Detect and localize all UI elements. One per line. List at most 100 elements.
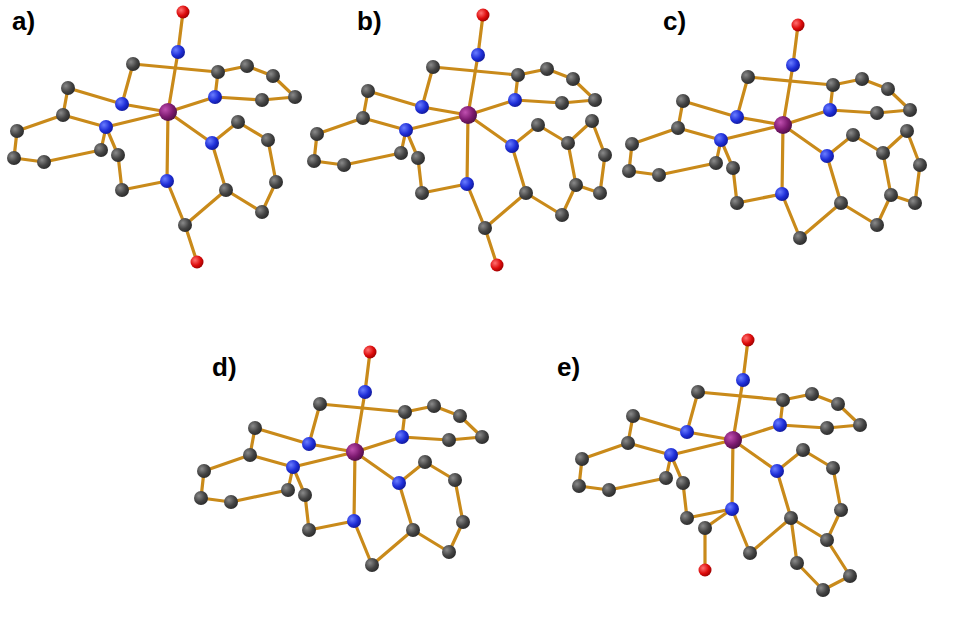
atom-ball: [680, 425, 694, 439]
atom-ball: [61, 81, 75, 95]
atom-ball: [505, 139, 519, 153]
atom-ball: [302, 523, 316, 537]
atom-ball: [307, 154, 321, 168]
atom-ball: [365, 558, 379, 572]
panel-label: e): [557, 354, 580, 380]
atom-ball: [37, 155, 51, 169]
bond-stick: [368, 91, 422, 107]
atom-ball: [453, 409, 467, 423]
atom-ball: [459, 106, 477, 124]
atom-ball: [7, 151, 21, 165]
bond-stick: [683, 101, 737, 117]
atom-ball: [508, 93, 522, 107]
atom-ball: [456, 515, 470, 529]
bond-stick: [372, 530, 413, 565]
atom-ball: [846, 128, 860, 142]
atom-ball: [652, 168, 666, 182]
atom-ball: [255, 205, 269, 219]
atom-ball: [598, 148, 612, 162]
bond-stick: [168, 52, 178, 112]
atom-ball: [346, 443, 364, 461]
atom-ball: [126, 57, 140, 71]
atom-ball: [261, 133, 275, 147]
bond-stick: [402, 437, 449, 440]
atom-ball: [725, 502, 739, 516]
bond-stick: [609, 478, 666, 490]
atom-ball: [519, 186, 533, 200]
bond-stick: [467, 184, 485, 228]
bond-stick: [212, 143, 226, 190]
atom-ball: [266, 69, 280, 83]
atom-ball: [736, 373, 750, 387]
atom-ball: [111, 148, 125, 162]
atom-ball: [224, 495, 238, 509]
atom-ball: [398, 405, 412, 419]
atom-ball: [395, 430, 409, 444]
bond-stick: [468, 55, 478, 115]
atom-ball: [903, 103, 917, 117]
atom-ball: [211, 65, 225, 79]
atom-ball: [347, 514, 361, 528]
atom-ball: [361, 84, 375, 98]
atom-ball: [337, 158, 351, 172]
atom-ball: [699, 564, 712, 577]
atom-ball: [448, 473, 462, 487]
bond-stick: [721, 125, 783, 140]
atom-ball: [569, 178, 583, 192]
atom-ball: [566, 72, 580, 86]
bond-stick: [317, 118, 363, 134]
atom-ball: [793, 231, 807, 245]
atom-ball: [621, 436, 635, 450]
atom-ball: [593, 186, 607, 200]
atom-ball: [622, 164, 636, 178]
bond-stick: [406, 115, 468, 130]
atom-ball: [775, 187, 789, 201]
bond-stick: [167, 112, 168, 181]
panel-label: c): [663, 8, 686, 34]
atom-ball: [255, 93, 269, 107]
atom-ball: [805, 387, 819, 401]
atom-ball: [540, 62, 554, 76]
atom-ball: [406, 523, 420, 537]
bond-stick: [204, 455, 250, 471]
atom-ball: [56, 108, 70, 122]
bond-stick: [68, 88, 122, 104]
bond-stick: [293, 452, 355, 467]
atom-ball: [575, 452, 589, 466]
atom-ball: [820, 149, 834, 163]
bond-stick: [659, 163, 716, 175]
atom-ball: [415, 100, 429, 114]
atom-ball: [572, 479, 586, 493]
atom-ball: [208, 90, 222, 104]
bond-stick: [671, 440, 733, 455]
panel-label: d): [212, 354, 237, 380]
atom-ball: [774, 116, 792, 134]
atom-ball: [784, 511, 798, 525]
bond-stick: [133, 64, 218, 72]
atom-ball: [248, 421, 262, 435]
atom-ball: [99, 120, 113, 134]
bond-stick: [433, 67, 518, 75]
atom-ball: [171, 45, 185, 59]
atom-ball: [831, 397, 845, 411]
atom-ball: [511, 68, 525, 82]
bond-stick: [830, 110, 877, 113]
atom-ball: [478, 221, 492, 235]
atom-ball: [796, 443, 810, 457]
atom-ball: [177, 6, 190, 19]
panel-label: b): [357, 8, 382, 34]
atom-ball: [356, 111, 370, 125]
atom-ball: [691, 385, 705, 399]
atom-ball: [730, 110, 744, 124]
atom-ball: [281, 483, 295, 497]
bond-stick: [515, 100, 562, 103]
bond-stick: [733, 380, 743, 440]
atom-ball: [876, 146, 890, 160]
atom-ball: [826, 78, 840, 92]
bond-stick: [750, 518, 791, 553]
atom-ball: [160, 174, 174, 188]
atom-ball: [881, 82, 895, 96]
atom-ball: [531, 118, 545, 132]
bond-stick: [633, 416, 687, 432]
bond-stick: [344, 153, 401, 165]
